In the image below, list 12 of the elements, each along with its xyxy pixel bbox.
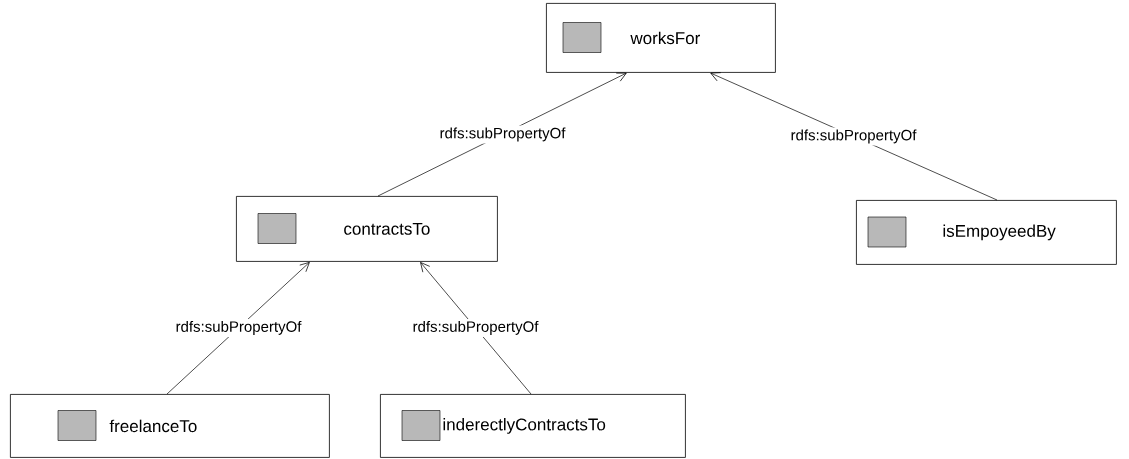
edge-label: rdfs:subPropertyOf [410, 318, 541, 337]
property-box: isEmpoyeedBy [856, 200, 1117, 265]
arrow [420, 262, 532, 395]
edge-label: rdfs:subPropertyOf [173, 318, 304, 337]
property-box: contractsTo [236, 196, 498, 262]
arrow [710, 72, 998, 201]
edge-label: rdfs:subPropertyOf [788, 127, 919, 146]
property-box: freelanceTo [10, 394, 330, 458]
property-box: worksFor [546, 3, 776, 73]
arrow [166, 262, 310, 395]
property-box: inderectlyContractsTo [380, 394, 686, 458]
edge-label: rdfs:subPropertyOf [437, 125, 568, 144]
